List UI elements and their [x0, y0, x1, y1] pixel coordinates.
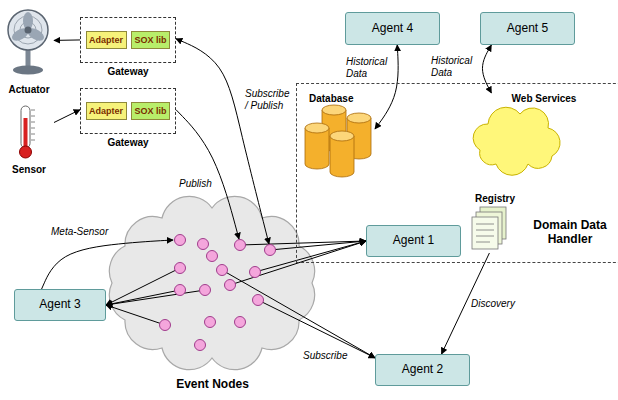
node-label: Registry	[467, 193, 523, 205]
connector	[176, 110, 239, 239]
edge-label: Historical Data	[430, 55, 478, 79]
icon-node: Event Nodes	[100, 188, 325, 395]
event-node	[175, 263, 186, 274]
gateway-box: Gateway Adapter SOX lib	[80, 88, 176, 150]
edge-label: Historical Data	[345, 56, 395, 80]
node-label: Gateway	[80, 137, 176, 149]
node-label: SOX lib	[134, 35, 166, 45]
node-label: Agent 2	[402, 363, 443, 377]
event-node	[250, 267, 261, 278]
event-node	[200, 285, 211, 296]
agent-box: Agent 3	[14, 289, 106, 321]
event-node	[207, 251, 218, 262]
event-node	[198, 239, 209, 250]
edge-label: Subscribe / Publish	[244, 88, 296, 112]
edge-label: Subscribe	[302, 350, 348, 362]
event-node	[265, 245, 276, 256]
event-node	[160, 320, 171, 331]
web-cloud	[473, 107, 560, 175]
event-node	[217, 265, 228, 276]
node-label: Actuator	[4, 84, 54, 96]
node-label: Database	[309, 93, 369, 105]
node-label: Domain Data Handler	[526, 219, 614, 247]
node-label: SOX lib	[134, 106, 166, 116]
icon-node: Database	[303, 93, 375, 183]
node-label: Gateway	[80, 66, 176, 78]
domain-region: Domain Data Handler Database Web ServicesR…	[296, 83, 618, 263]
connector	[54, 110, 80, 123]
event-node	[195, 340, 206, 351]
module-box: Adapter	[86, 102, 127, 120]
agent-box: Agent 4	[345, 12, 440, 45]
node-label: Agent 3	[39, 298, 80, 312]
connector	[482, 45, 491, 93]
icon-node: Actuator	[4, 2, 54, 98]
connector	[54, 39, 80, 40]
icon-node: Sensor	[4, 104, 54, 178]
event-node	[235, 317, 246, 328]
edge-label: Publish	[178, 178, 213, 190]
thermometer-icon	[20, 106, 36, 158]
module-box: SOX lib	[131, 102, 170, 120]
edge-label: Meta-Sensor	[50, 226, 109, 238]
event-node	[175, 235, 186, 246]
fan-icon	[8, 10, 48, 75]
node-label: Sensor	[4, 164, 54, 176]
node-label: Adapter	[89, 35, 123, 45]
node-label: Web Services	[509, 93, 579, 105]
connector	[270, 241, 366, 250]
connector	[106, 290, 205, 305]
icon-node: Registry	[467, 193, 523, 253]
node-label: Agent 4	[372, 22, 413, 36]
registry-icon	[472, 207, 506, 249]
node-label: Event Nodes	[100, 378, 325, 392]
database-icon	[305, 105, 371, 177]
fan-line	[230, 241, 366, 285]
event-node	[205, 317, 216, 328]
fan-line	[255, 241, 366, 272]
connector	[176, 39, 269, 244]
agent-box: Agent 1	[366, 225, 461, 257]
module-box: SOX lib	[131, 31, 170, 49]
gateway-box: Gateway Adapter SOX lib	[80, 17, 176, 79]
event-node	[225, 280, 236, 291]
agent-box: Agent 2	[375, 354, 470, 386]
event-cloud	[109, 196, 314, 369]
event-node	[235, 240, 246, 251]
event-node	[175, 285, 186, 296]
event-node	[253, 295, 264, 306]
fan-line	[222, 270, 375, 358]
node-label: Agent 5	[507, 22, 548, 36]
fan-line	[106, 290, 180, 305]
node-label: Agent 1	[393, 234, 434, 248]
edge-label: Discovery	[470, 298, 516, 310]
fan-line	[106, 305, 165, 325]
icon-node: Web Services	[469, 93, 581, 171]
connector	[42, 240, 173, 289]
agent-box: Agent 5	[480, 12, 575, 45]
node-label: Adapter	[89, 106, 123, 116]
module-box: Adapter	[86, 31, 127, 49]
